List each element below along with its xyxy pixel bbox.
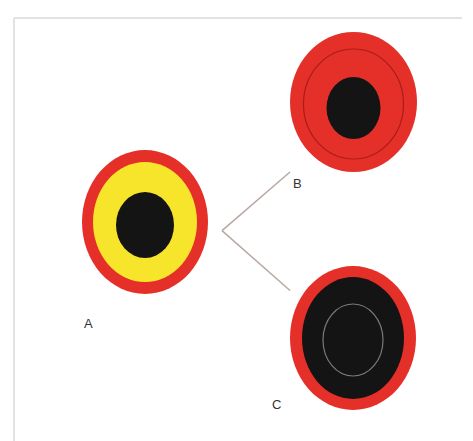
branch-line [222, 231, 290, 291]
disc-drawing [82, 150, 208, 294]
disc-drawing [290, 266, 416, 410]
target-disc: B [290, 32, 417, 172]
target-disc: C [290, 266, 416, 410]
inner-ring [116, 192, 174, 258]
target-disc: A [82, 150, 208, 294]
disc-drawing [290, 32, 417, 172]
figure-letter: C [272, 398, 281, 412]
figure-letter: B [293, 177, 302, 191]
inner-ring [323, 304, 383, 376]
figure-letter: A [84, 317, 93, 331]
outer-disc [290, 32, 417, 172]
frame-line [13, 18, 15, 441]
inner-ring [302, 277, 404, 399]
outer-disc [290, 266, 416, 410]
inner-ring [304, 49, 404, 159]
inner-ring [327, 77, 381, 139]
branch-line [222, 172, 290, 231]
frame-line [14, 17, 462, 19]
inner-ring [93, 162, 197, 282]
outer-disc [82, 150, 208, 294]
